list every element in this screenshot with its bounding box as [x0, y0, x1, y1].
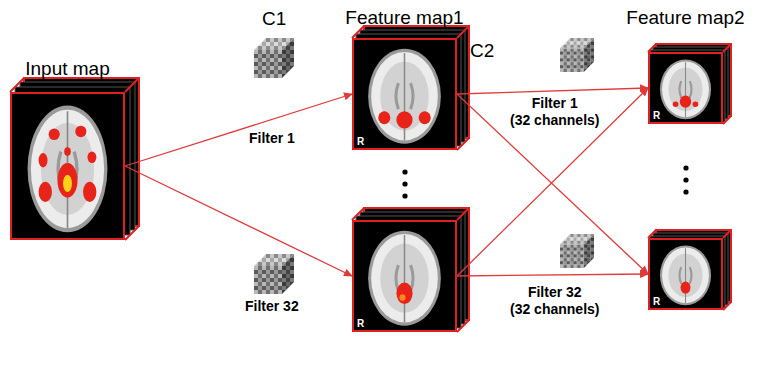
layer-label: C1: [262, 8, 286, 30]
brain-slice: [650, 240, 721, 308]
map-stack: [10, 78, 139, 240]
map-stack: [648, 44, 731, 124]
layer-label: C2: [470, 40, 494, 62]
filter-label: Filter 1: [247, 130, 297, 147]
orientation-mark: R: [653, 297, 660, 307]
feature-map-stack: Input map: [10, 92, 125, 240]
filter-label: Filter 1 (32 channels): [508, 95, 601, 129]
map-stack: [648, 230, 731, 310]
map-stack: [352, 208, 469, 332]
filter-cube: [560, 38, 594, 72]
map-stack: [352, 26, 469, 150]
feature-map-stack: R: [352, 220, 457, 332]
orientation-mark: R: [357, 319, 364, 329]
map-heading: Input map: [25, 58, 110, 80]
filter-cube: [254, 254, 294, 294]
feature-map-stack: Feature map1R: [352, 38, 457, 150]
brain-slice: [650, 54, 721, 122]
map-heading: Feature map1: [345, 7, 463, 29]
connector-arrow: [457, 88, 648, 94]
filter-cube: [254, 38, 294, 78]
filter-label: Filter 32: [243, 298, 301, 315]
brain-slice: [354, 222, 455, 330]
connector-arrow: [125, 166, 352, 276]
feature-map-stack: Feature map2R: [648, 52, 723, 124]
orientation-mark: R: [653, 111, 660, 121]
connector-arrow: [457, 274, 648, 276]
feature-map-stack: R: [648, 238, 723, 310]
map-heading: Feature map2: [626, 7, 744, 29]
ellipsis-dots: [402, 165, 688, 198]
filter-cube: [560, 234, 594, 268]
connector-arrow: [125, 94, 352, 166]
brain-slice: [354, 40, 455, 148]
orientation-mark: R: [357, 137, 364, 147]
filter-label: Filter 32 (32 channels): [508, 284, 601, 318]
connector-arrow: [457, 88, 648, 276]
brain-slice: [12, 94, 123, 238]
